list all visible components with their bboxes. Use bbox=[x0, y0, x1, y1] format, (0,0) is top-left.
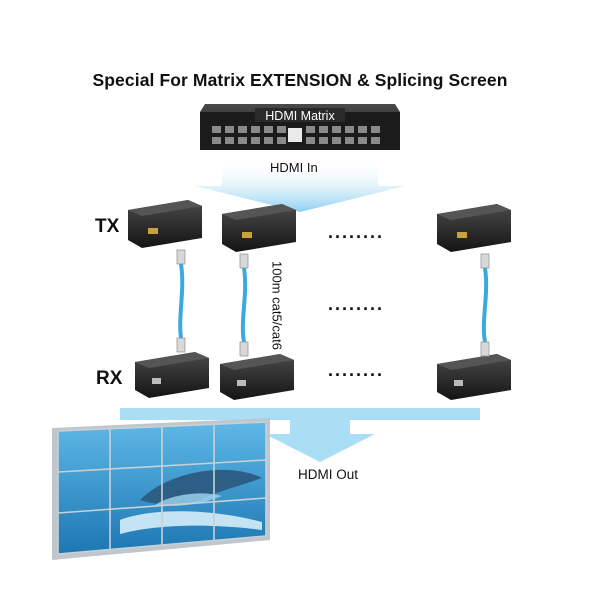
hdmi-port bbox=[225, 137, 234, 144]
matrix-display-panel bbox=[288, 128, 302, 142]
hdmi-port bbox=[225, 126, 234, 133]
rx-label: RX bbox=[96, 368, 123, 389]
hdmi-port bbox=[251, 137, 260, 144]
matrix-label: HDMI Matrix bbox=[265, 109, 335, 123]
hdmi-port bbox=[264, 137, 273, 144]
diagram-title: Special For Matrix EXTENSION & Splicing … bbox=[92, 70, 508, 90]
hdmi-out-arrow bbox=[120, 408, 480, 462]
hdmi-port bbox=[345, 126, 354, 133]
ellipsis-rx: ........ bbox=[328, 360, 385, 380]
hdmi-port bbox=[306, 126, 315, 133]
hdmi-port bbox=[212, 137, 221, 144]
hdmi-port bbox=[277, 137, 286, 144]
network-cable-1 bbox=[176, 249, 186, 353]
hdmi-port bbox=[238, 137, 247, 144]
hdmi-port bbox=[277, 126, 286, 133]
rx-device-1 bbox=[135, 352, 209, 398]
bezel-horizontal bbox=[57, 421, 267, 432]
bezel-horizontal bbox=[57, 497, 267, 514]
hdmi-port bbox=[238, 126, 247, 133]
rx-device-3 bbox=[437, 354, 511, 400]
cable-label: 100m cat5/cat6 bbox=[269, 261, 285, 350]
hdmi-port bbox=[371, 126, 380, 133]
hdmi-port bbox=[251, 126, 260, 133]
hdmi-port bbox=[264, 126, 273, 133]
tx-device-1 bbox=[128, 200, 202, 248]
matrix-port-row bbox=[212, 126, 380, 144]
tx-device-3 bbox=[437, 204, 511, 252]
hdmi-port bbox=[332, 126, 341, 133]
bezel-horizontal bbox=[57, 535, 267, 555]
hdmi-port bbox=[306, 137, 315, 144]
hdmi-port bbox=[345, 137, 354, 144]
hdmi-in-label: HDMI In bbox=[270, 160, 318, 175]
hdmi-port bbox=[358, 126, 367, 133]
tx-device-2 bbox=[222, 204, 296, 252]
hdmi-port bbox=[319, 137, 328, 144]
hdmi-port bbox=[371, 137, 380, 144]
hdmi-out-label: HDMI Out bbox=[298, 467, 359, 482]
network-cable-2 bbox=[239, 253, 249, 357]
hdmi-port bbox=[332, 137, 341, 144]
hdmi-port bbox=[358, 137, 367, 144]
hdmi-port bbox=[212, 126, 221, 133]
ellipsis-tx: ........ bbox=[328, 222, 385, 242]
hdmi-port bbox=[319, 126, 328, 133]
tx-label: TX bbox=[95, 216, 120, 237]
ellipsis-middle: ........ bbox=[328, 294, 385, 314]
bezel-horizontal bbox=[57, 459, 267, 473]
video-wall-bezels bbox=[57, 421, 267, 555]
network-cable-3 bbox=[480, 253, 490, 357]
rx-device-2 bbox=[220, 354, 294, 400]
hdmi-in-arrow bbox=[195, 160, 405, 212]
